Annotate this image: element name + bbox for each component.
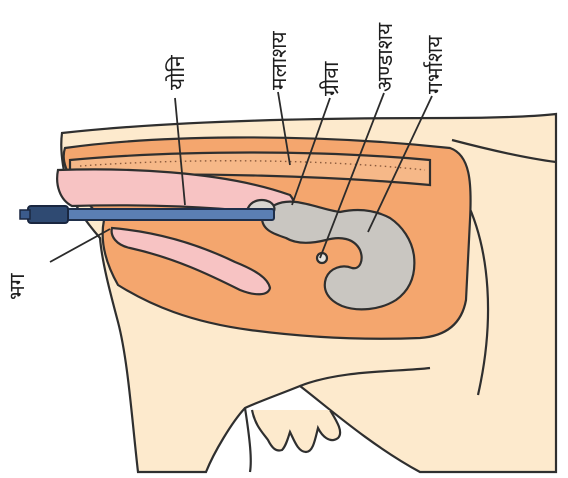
label-ovary: अण्डाशय: [373, 22, 397, 92]
ai-gun: [20, 206, 274, 223]
udder: [252, 410, 340, 452]
label-vulva: भग: [5, 272, 29, 300]
label-vagina: योनि: [165, 55, 189, 90]
label-rectum: मलाशय: [267, 30, 291, 90]
leg-contour: [245, 408, 251, 472]
label-uterus: गर्भाशय: [423, 35, 447, 94]
label-cervix: ग्रीवा: [319, 61, 343, 96]
